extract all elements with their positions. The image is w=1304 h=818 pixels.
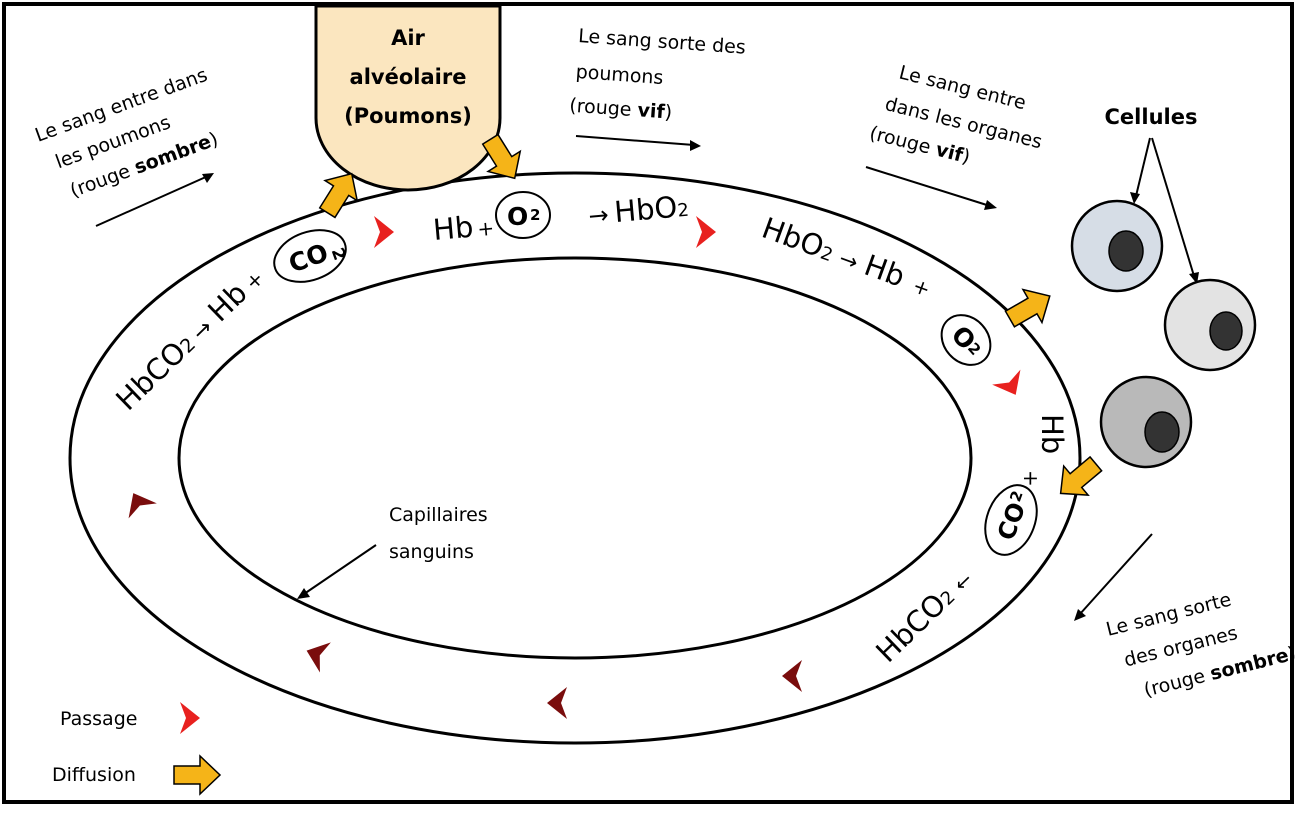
reaction-br-hb-text: Hb (1035, 414, 1069, 454)
cell-1 (1070, 199, 1164, 293)
gas-bubble-co2-left: CO 2 (273, 229, 350, 283)
capillaries-line-1: Capillaires (389, 504, 488, 526)
legend-diffusion-arrow (173, 755, 221, 795)
frame-border (2, 2, 1294, 804)
gas-bubble-o2-right: O 2 (940, 314, 992, 366)
label-exit-organs: Le sang sorte des organes (rouge sombre) (1104, 589, 1298, 702)
reaction-br-plus-text: + (1019, 470, 1043, 487)
gas-bubble-co2-right: CO 2 (984, 484, 1038, 556)
pointer-arrow-exit-organs (1074, 533, 1153, 621)
exit-lungs-line-3: (rouge vif) (569, 95, 673, 124)
cell-3 (1099, 375, 1193, 469)
capillary-inner-wall (177, 256, 973, 660)
reaction-br-plus: + (1019, 470, 1043, 487)
legend-diffusion-label: Diffusion (52, 764, 136, 786)
alveoli-line-2: alvéolaire (350, 65, 467, 89)
pointer-arrow-exit-lungs (575, 135, 701, 151)
alveoli-line-1: Air (391, 26, 425, 50)
legend-passage-chevron (180, 702, 200, 734)
pointer-arrow-cell-1 (1130, 137, 1151, 204)
reaction-top-product: →HbO2 (587, 189, 690, 232)
reaction-top-reactant: Hb+ (432, 208, 496, 247)
label-enter-organs: Le sang entre dans les organes (rouge vi… (867, 62, 1044, 169)
reaction-br-hb: Hb (1035, 414, 1069, 454)
o2-top-label: O (507, 202, 528, 231)
label-exit-lungs: Le sang sorte des poumons (rouge vif) (569, 25, 747, 124)
pointer-arrow-capillaries (297, 544, 377, 599)
exit-lungs-line-1: Le sang sorte des (578, 25, 747, 59)
o2-top-sub: 2 (530, 206, 540, 224)
cell-2 (1163, 278, 1257, 372)
pointer-arrow-enter-lungs (95, 173, 214, 227)
pointer-arrow-enter-organs (865, 166, 997, 210)
gas-bubble-o2-top: O 2 (495, 191, 551, 239)
cells-label: Cellules (1105, 105, 1198, 129)
capillaries-line-2: sanguins (389, 541, 474, 563)
label-enter-lungs: Le sang entre dans les poumons (rouge so… (32, 64, 221, 202)
reaction-top: Hb+ →HbO2 (432, 189, 690, 247)
legend-passage-label: Passage (60, 708, 137, 730)
exit-lungs-line-2: poumons (575, 61, 664, 89)
alveoli-line-3: (Poumons) (344, 104, 472, 128)
